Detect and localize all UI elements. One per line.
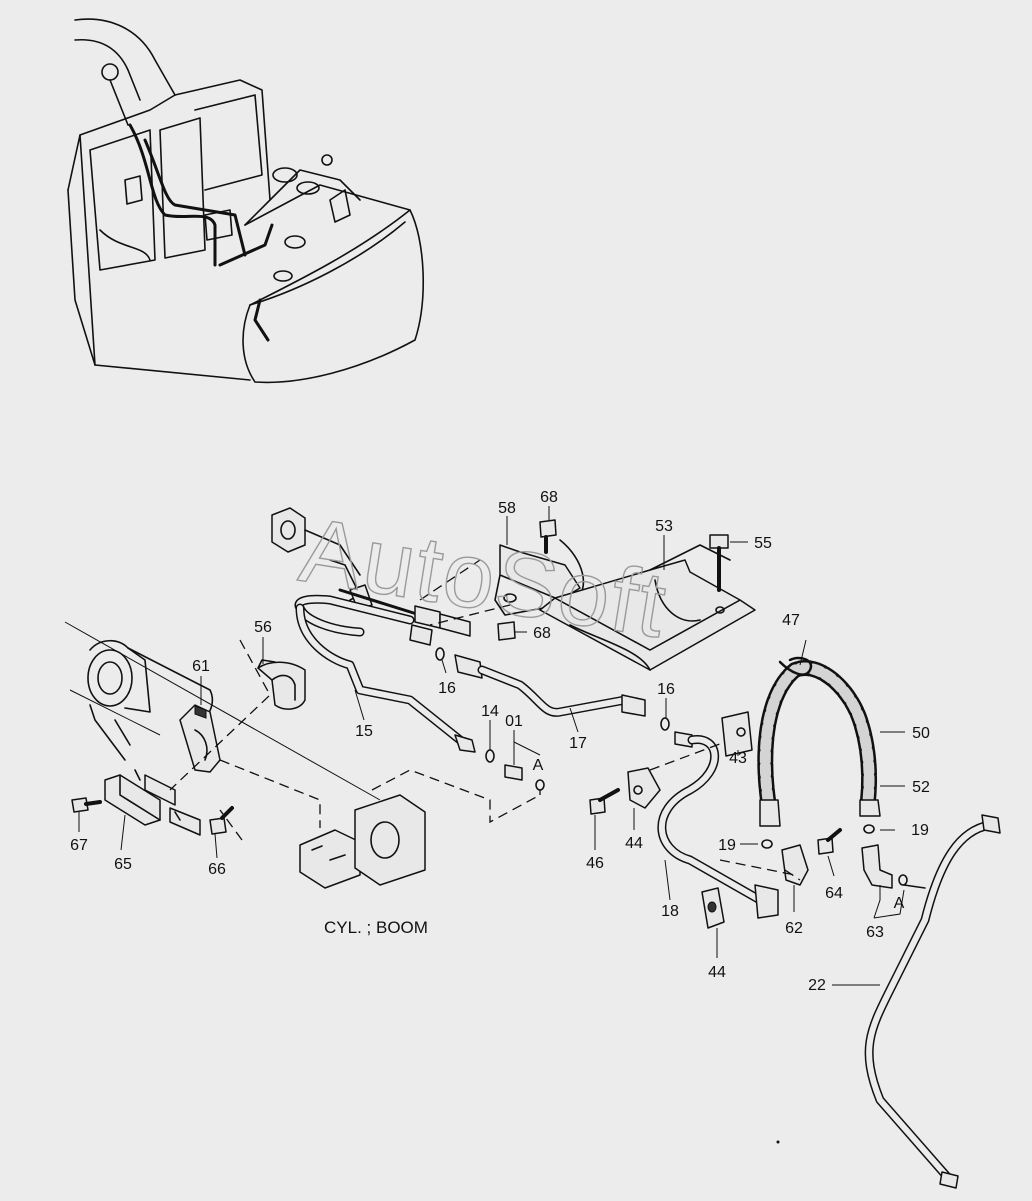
bracket-66 [104, 774, 161, 826]
callout-63: 56 [254, 619, 272, 636]
callout-44: 44 [625, 835, 643, 852]
hose-53 [757, 656, 881, 827]
ref-mark-a-left: A [533, 757, 544, 774]
bolt-68-left [71, 797, 102, 813]
ref-mark-a-right: A [894, 895, 905, 912]
callout-56: 63 [866, 924, 884, 941]
clamp-64 [179, 704, 221, 773]
bolt-46 [589, 788, 620, 815]
callout-52: 47 [782, 612, 800, 629]
bolt-68-mid [497, 621, 516, 641]
bracket-50 [781, 844, 809, 886]
callout-47: 44 [708, 964, 726, 981]
callout-18: 18 [661, 903, 679, 920]
adapter-01 [504, 764, 523, 781]
callout-16-right: 16 [657, 681, 675, 698]
callout-65: 58 [498, 500, 516, 517]
elbow-56 [861, 844, 893, 889]
callout-64: 61 [192, 658, 210, 675]
boom-cylinder-drawing [64, 621, 426, 889]
callout-66: 65 [114, 856, 132, 873]
callout-43: 43 [729, 750, 747, 767]
hose-fittings-upper [338, 588, 471, 646]
callout-22: 22 [808, 977, 826, 994]
callout-01: 01 [505, 713, 523, 730]
callout-67: 66 [208, 861, 226, 878]
assembly-dashed-lines [169, 559, 801, 881]
leader-lines [78, 506, 905, 986]
callout-68-top: 68 [540, 489, 558, 506]
callout-55: 52 [912, 779, 930, 796]
callout-53: 50 [912, 725, 930, 742]
clamp-63 [257, 659, 306, 710]
diagram-caption: CYL. ; BOOM [324, 918, 428, 937]
callout-50: 62 [785, 920, 803, 937]
callout-19-left: 19 [718, 837, 736, 854]
callout-62: 55 [754, 535, 772, 552]
callout-68-left: 67 [70, 837, 88, 854]
callout-14: 14 [481, 703, 499, 720]
callout-15: 15 [355, 723, 373, 740]
bolt-68-top [539, 519, 557, 554]
bolt-62 [709, 534, 729, 592]
pipe-22 [864, 814, 1001, 1189]
callout-68-mid: 68 [533, 625, 551, 642]
excavator-overview-drawing [67, 18, 425, 384]
bracket-44 [627, 767, 661, 809]
callout-58: 64 [825, 885, 843, 902]
stray-dot [776, 1140, 780, 1144]
callout-61: 53 [655, 518, 673, 535]
bracket-47 [701, 887, 725, 929]
callout-19-right: 19 [911, 822, 929, 839]
callout-labels: 58 68 53 55 68 56 47 61 16 16 14 01 15 5… [70, 489, 930, 994]
bolt-58 [817, 828, 842, 855]
callout-17: 17 [569, 735, 587, 752]
fittings-lower-left [134, 769, 201, 836]
plate-61 [539, 544, 756, 671]
bracket-65 [494, 539, 585, 616]
callout-46: 46 [586, 855, 604, 872]
pipe-17 [454, 654, 646, 717]
bracket-43 [721, 711, 753, 757]
bolt-67 [209, 806, 234, 835]
pipe-15 [294, 594, 476, 753]
callout-16-left: 16 [438, 680, 456, 697]
